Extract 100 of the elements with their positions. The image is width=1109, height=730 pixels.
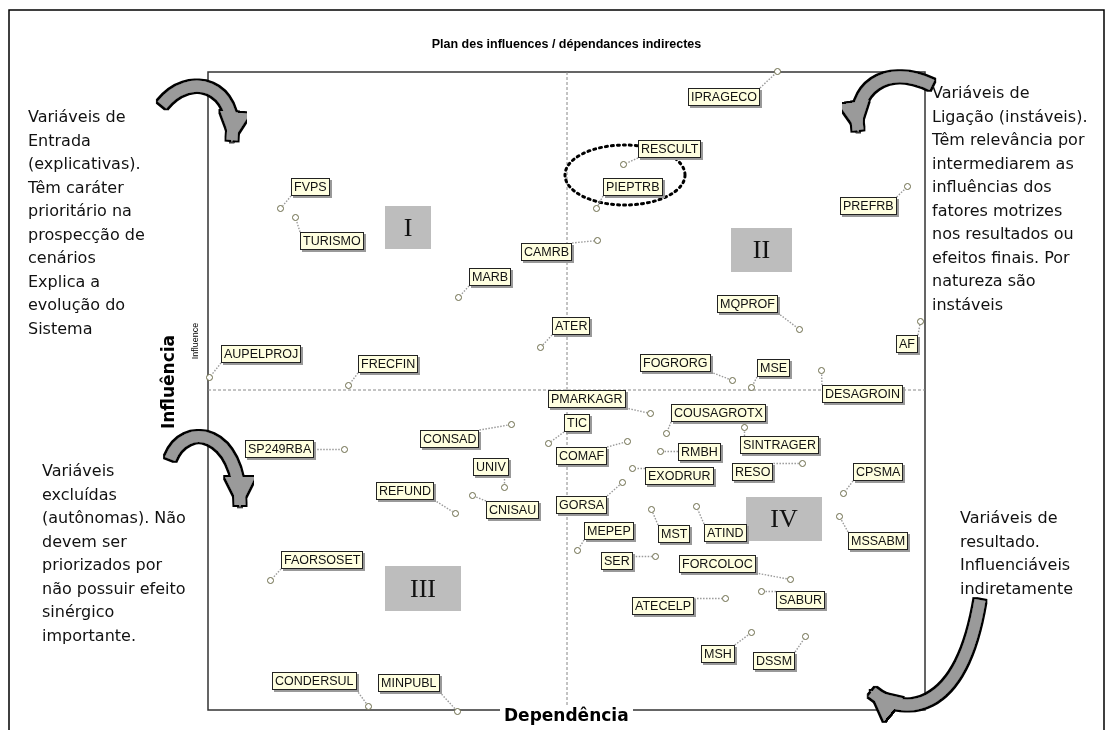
data-point — [729, 377, 736, 384]
leader-line — [663, 450, 679, 453]
data-point — [469, 492, 476, 499]
variable-tag: MST — [658, 525, 691, 543]
leader-line — [550, 431, 565, 443]
variable-tag: SER — [601, 552, 633, 570]
data-point — [341, 446, 348, 453]
annotation-text: Variáveis de Ligação (instáveis). Têm relevância por intermediarem as influências dos fatores motrizes nos resultados ou efeitos finais. Por natureza são instáveis — [932, 82, 1089, 316]
variable-tag: MEPEP — [584, 522, 634, 540]
leader-line — [764, 590, 777, 593]
variable-tag: UNIV — [473, 458, 509, 476]
data-point — [345, 382, 352, 389]
variable-tag: FOGRORG — [640, 354, 711, 372]
leader-line — [272, 568, 282, 579]
variable-tag: RESO — [732, 463, 774, 481]
data-point — [365, 703, 372, 710]
data-point — [452, 510, 459, 517]
variable-tag: SP249RBA — [245, 440, 315, 458]
data-point — [652, 553, 659, 560]
leader-line — [820, 373, 823, 386]
data-point — [593, 205, 600, 212]
leader-line — [772, 462, 800, 465]
leader-line — [571, 240, 595, 244]
leader-line — [844, 480, 854, 492]
data-point — [537, 344, 544, 351]
leader-line — [542, 334, 553, 346]
leader-line — [693, 597, 723, 600]
data-point — [574, 547, 581, 554]
leader-line — [295, 220, 301, 233]
variable-tag: AF — [896, 335, 918, 353]
data-point — [594, 237, 601, 244]
variable-tag: AUPELPROJ — [221, 345, 302, 363]
variable-tag: MSE — [757, 359, 791, 377]
variable-tag: COMAF — [556, 447, 608, 465]
data-point — [620, 161, 627, 168]
data-point — [840, 490, 847, 497]
data-point — [787, 576, 794, 583]
leader-line — [734, 633, 750, 646]
variable-tag: EXODRUR — [645, 467, 714, 485]
annotation-text: Variáveis excluídas (autônomas). Não devem ser priorizados por não possuir efeito sinérgico importante. — [42, 460, 187, 647]
data-point — [799, 460, 806, 467]
leader-line — [743, 430, 746, 437]
leader-line — [752, 376, 758, 386]
variable-tag: PIEPTRB — [603, 178, 663, 196]
variable-tag: CONSAD — [420, 430, 480, 448]
leader-line — [606, 441, 625, 448]
data-point — [619, 479, 626, 486]
data-point — [648, 506, 655, 513]
variable-tag: CAMRB — [521, 243, 573, 261]
variable-tag: TURISMO — [300, 232, 364, 250]
data-point — [741, 424, 748, 431]
leader-line — [896, 188, 906, 198]
variable-tag: CNISAU — [486, 501, 540, 519]
variable-tag: FORCOLOC — [679, 555, 756, 573]
axis-title: Dependência — [500, 705, 633, 725]
data-point — [545, 440, 552, 447]
leader-line — [777, 312, 798, 329]
variable-tag: MSSABM — [848, 532, 909, 550]
variable-tag: CONDERSUL — [272, 672, 357, 690]
leader-line — [635, 467, 646, 470]
data-point — [647, 410, 654, 417]
variable-tag: ATIND — [704, 524, 747, 542]
leader-line — [794, 638, 805, 653]
variable-tag: CPSMA — [853, 463, 904, 481]
data-point — [454, 708, 461, 715]
data-point — [722, 595, 729, 602]
data-point — [796, 326, 803, 333]
leader-line — [282, 195, 292, 207]
leader-line — [626, 157, 639, 164]
variable-tag: DESAGROIN — [822, 385, 903, 403]
data-point — [693, 503, 700, 510]
data-point — [904, 183, 911, 190]
variable-tag: SABUR — [776, 591, 826, 609]
variable-tag: FVPS — [291, 178, 330, 196]
data-point — [663, 430, 670, 437]
annotation-text: Variáveis de Entrada (explicativas). Têm caráter prioritário na prospecção de cenários — [28, 106, 146, 269]
leader-line — [840, 518, 849, 533]
data-point — [774, 68, 781, 75]
leader-line — [478, 424, 509, 431]
quadrant-badge: III — [385, 566, 461, 611]
variable-tag: DSSM — [753, 652, 796, 670]
leader-line — [697, 509, 705, 525]
leader-line — [460, 285, 470, 296]
variable-tag: MINPUBL — [378, 674, 440, 692]
data-point — [277, 205, 284, 212]
quadrant-badge: I — [385, 206, 431, 249]
quadrant-badge: II — [731, 228, 792, 272]
leader-line — [438, 691, 456, 710]
leader-line — [475, 496, 487, 502]
variable-tag: SINTRAGER — [740, 436, 819, 454]
leader-line — [917, 324, 921, 336]
data-point — [836, 513, 843, 520]
variable-tag: MQPROF — [717, 295, 778, 313]
variable-tag: FAORSOSET — [281, 551, 364, 569]
leader-line — [355, 689, 368, 705]
leader-line — [597, 195, 604, 207]
variable-tag: PMARKAGR — [548, 390, 626, 408]
leader-line — [349, 372, 359, 384]
leader-line — [210, 362, 222, 376]
leader-line — [759, 73, 776, 89]
